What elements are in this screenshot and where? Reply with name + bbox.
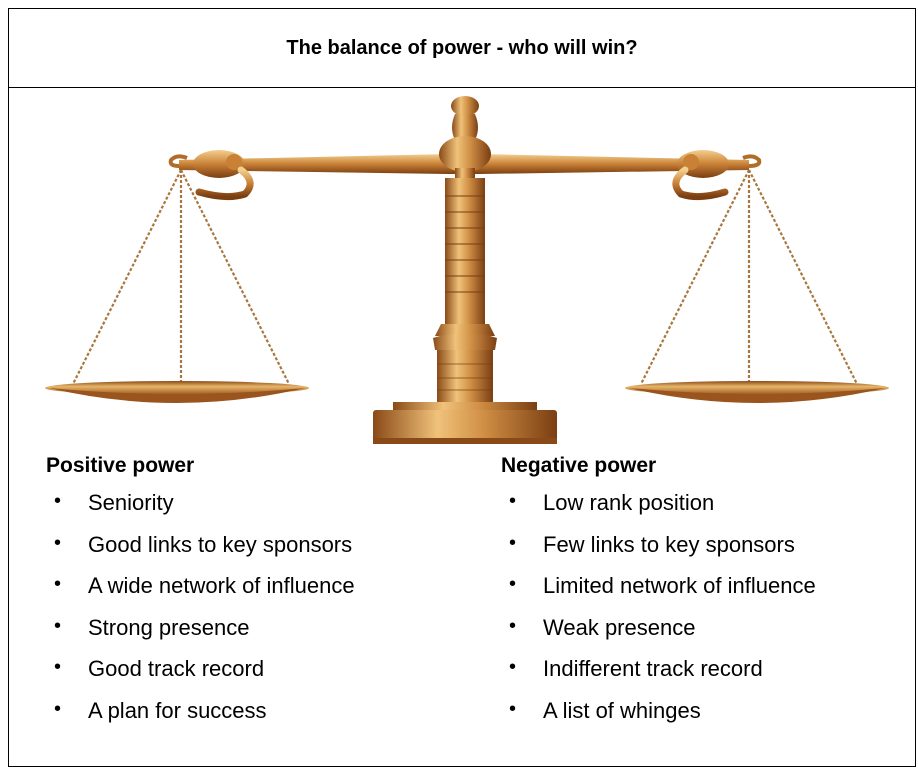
negative-power-list: • Low rank position • Few links to key spo… [501, 490, 911, 739]
list-item: • Low rank position [501, 490, 911, 532]
bullet-icon: • [54, 573, 62, 595]
diagram-frame: The balance of power - who will win? [8, 8, 916, 767]
positive-power-heading: Positive power [46, 454, 195, 477]
positive-power-column: Positive power • Seniority • Good links to… [46, 454, 476, 739]
list-item-label: Limited network of influence [543, 573, 816, 598]
bullet-icon: • [509, 614, 517, 637]
list-item: • A wide network of influence [46, 573, 476, 615]
bullet-icon: • [509, 656, 517, 678]
list-item-label: A list of whinges [543, 697, 701, 723]
list-item-label: Seniority [88, 490, 174, 515]
bullet-icon: • [509, 697, 517, 720]
bullet-icon: • [509, 573, 517, 595]
bullet-icon: • [509, 490, 517, 512]
list-item: • Good track record [46, 656, 476, 698]
list-item-label: Good links to key sponsors [88, 531, 353, 557]
bullet-icon: • [54, 656, 62, 678]
list-item-label: Few links to key sponsors [543, 531, 795, 557]
bullet-icon: • [54, 697, 62, 720]
list-item: • Seniority [46, 490, 476, 532]
list-item: • Indifferent track record [501, 656, 911, 698]
bullet-icon: • [54, 490, 62, 512]
list-item-label: Good track record [88, 656, 265, 681]
list-item: • Few links to key sponsors [501, 532, 911, 574]
bullet-icon: • [54, 614, 62, 637]
diagram-title: The balance of power - who will win? [9, 9, 915, 88]
list-item-label: Low rank position [543, 490, 715, 515]
list-item: • Limited network of influence [501, 573, 911, 615]
bullet-icon: • [509, 531, 517, 554]
list-item: • A plan for success [46, 698, 476, 740]
negative-power-column: Negative power • Low rank position • Few l… [501, 454, 911, 739]
bullet-icon: • [54, 531, 62, 554]
list-item: • Good links to key sponsors [46, 532, 476, 574]
list-item: • Strong presence [46, 615, 476, 657]
list-item-label: Weak presence [543, 614, 696, 640]
list-item: • A list of whinges [501, 698, 911, 740]
positive-power-list: • Seniority • Good links to key sponsors •… [46, 490, 476, 739]
list-item-label: Strong presence [88, 614, 250, 640]
list-item-label: Indifferent track record [543, 656, 763, 681]
list-item-label: A plan for success [88, 697, 267, 723]
list-item-label: A wide network of influence [88, 573, 355, 598]
list-item: • Weak presence [501, 615, 911, 657]
negative-power-heading: Negative power [501, 454, 657, 477]
balance-scale-icon [45, 96, 889, 444]
